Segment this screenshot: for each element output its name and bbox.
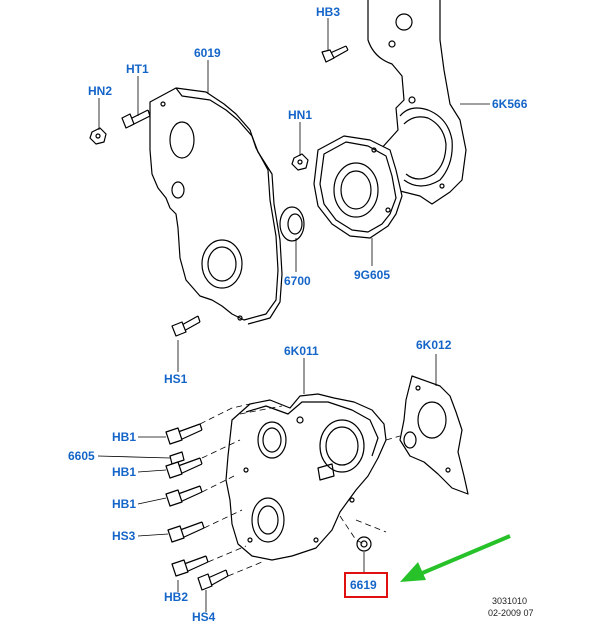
label-hs1: HS1 [164,372,188,386]
label-hs4: HS4 [192,610,216,624]
label-6605: 6605 [68,449,95,463]
bolt-ht1 [121,109,151,129]
label-hn2: HN2 [88,84,113,98]
label-6619: 6619 [350,578,377,592]
bolt-hb1-mid [165,457,203,479]
bolt-hb2 [171,555,209,577]
reference-code: 3031010 [492,596,528,606]
washer-6619 [356,536,372,552]
pointer-arrow [400,534,511,582]
timing-housing-6k011 [225,393,387,561]
label-6019: 6019 [194,46,221,60]
bolt-hb1-low [165,485,203,507]
label-hn1: HN1 [288,108,313,122]
reference-date: 02-2009 07 [488,608,534,618]
bolt-hb1-top [165,423,203,445]
label-hb3: HB3 [316,5,341,19]
pin-6605 [169,451,185,465]
nut-hn1 [291,153,309,171]
label-6k011: 6K011 [284,344,319,358]
label-ht1: HT1 [126,62,149,76]
bolt-hs4 [197,569,229,591]
gasket-6k012 [399,375,469,495]
label-9g605: 9G605 [354,268,391,282]
label-6700: 6700 [284,274,311,288]
alignment-lines [199,403,401,577]
front-cover-6019 [149,87,283,325]
label-6k566: 6K566 [492,97,528,111]
label-6k012: 6K012 [416,338,452,352]
highlight-box [344,572,388,598]
bolt-hb3 [321,45,349,63]
seal-housing-9g605 [313,135,403,239]
label-hb1-mid: HB1 [112,465,137,479]
rear-plate-6k566 [367,0,467,205]
leader-lines [97,18,490,612]
label-hs3: HS3 [112,529,136,543]
bolt-hs3 [167,521,205,543]
crank-seal-6700 [279,206,305,242]
bolt-hs1 [171,315,201,337]
nut-hn2 [89,127,107,145]
label-hb2: HB2 [164,590,189,604]
label-hb1-low: HB1 [112,497,137,511]
label-hb1-top: HB1 [112,430,137,444]
